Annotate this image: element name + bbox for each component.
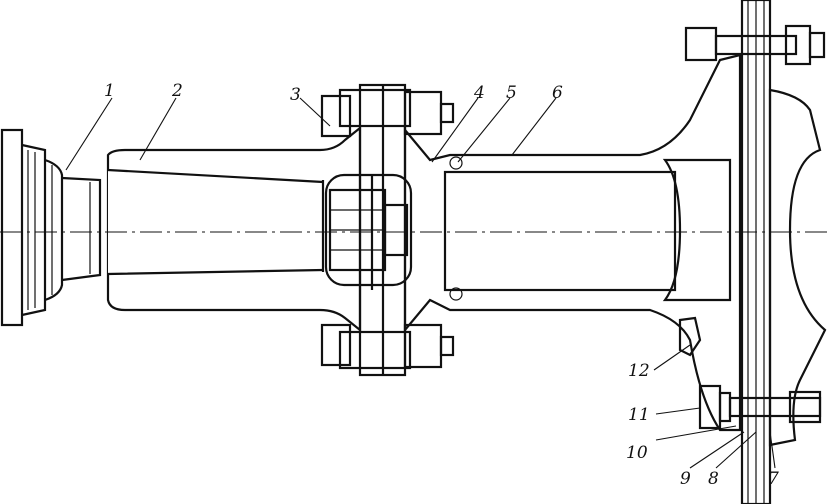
callout-3: 3 (290, 85, 301, 105)
left-half-coupling (106, 125, 413, 333)
right-half-coupling (403, 53, 742, 432)
callout-1: 1 (104, 81, 115, 101)
callout-11: 11 (628, 405, 650, 425)
bottom-right-bolt (698, 384, 822, 430)
callout-5: 5 (506, 83, 517, 103)
callout-4: 4 (473, 83, 485, 103)
callout-12: 12 (628, 361, 650, 381)
right-end-flange (768, 88, 827, 447)
leader-lines (65, 97, 776, 469)
callout-7: 7 (768, 469, 779, 489)
callout-6: 6 (552, 83, 563, 103)
grease-nipple (678, 316, 702, 357)
elastic-disc-stack (740, 0, 772, 504)
callout-8: 8 (708, 469, 719, 489)
top-right-bolt (684, 24, 826, 66)
center-bottom-bolts (320, 323, 455, 369)
callout-2: 2 (171, 81, 183, 101)
center-top-bolts (320, 90, 455, 138)
motor-shaft-end (0, 128, 102, 327)
callout-10: 10 (626, 443, 648, 463)
callout-9: 9 (680, 469, 691, 489)
